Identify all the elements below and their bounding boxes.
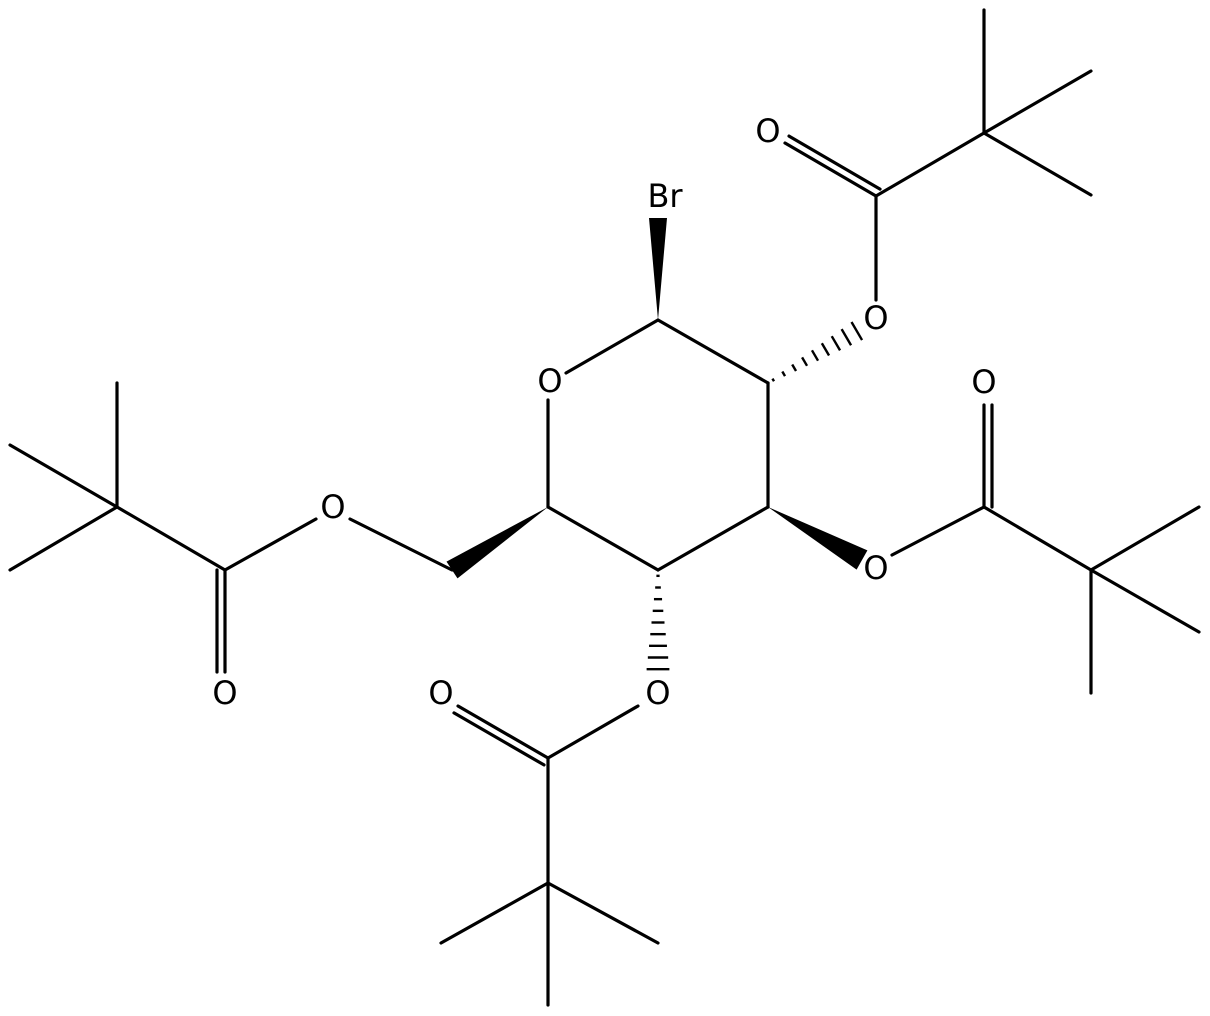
c6-carbonyl-oxygen-label: O <box>212 674 237 712</box>
wedge-bond-c5-c6 <box>446 507 548 579</box>
c3-ester-oxygen-label: O <box>863 549 888 587</box>
bond-c6-oxygen-carbonyl <box>223 517 318 572</box>
bond-c2-tbu-methyl-3 <box>982 131 1093 197</box>
c6-ester-oxygen-label: O <box>320 488 345 526</box>
bromine-label: Br <box>647 177 683 215</box>
hashed-bond-c2-oxygen <box>771 321 864 382</box>
bond-c3-oxygen-carbonyl <box>890 505 986 557</box>
wedge-bond-c3-oxygen <box>768 507 868 570</box>
bond-c3-tbu-methyl-2 <box>1089 568 1201 634</box>
bond-c6-oxygen <box>348 517 454 572</box>
wedge-bond-c1-bromine <box>649 218 667 320</box>
bond-layer <box>8 8 1201 1007</box>
bond-c6-tbu-methyl-3 <box>8 505 119 572</box>
bond-c6-carbonyl-quaternary <box>115 505 227 572</box>
double-bond-c2-carbonyl-second <box>787 134 882 191</box>
bond-c4-oxygen-carbonyl <box>546 704 640 760</box>
bond-c6-tbu-methyl-2 <box>8 443 119 509</box>
double-bond-c2-carbonyl <box>783 141 878 198</box>
bond-c4-tbu-methyl-2 <box>439 881 550 945</box>
c2-carbonyl-oxygen-label: O <box>755 112 780 150</box>
atom-label-layer: Br O O O O O O O O O <box>212 112 996 712</box>
c3-carbonyl-oxygen-label: O <box>971 363 996 401</box>
ring-oxygen-label: O <box>537 362 562 400</box>
bond-c4-tbu-methyl-3 <box>546 881 660 945</box>
c2-ester-oxygen-label: O <box>863 299 888 337</box>
bond-c3-carbonyl-quaternary <box>982 505 1093 572</box>
c4-carbonyl-oxygen-label: O <box>428 674 453 712</box>
double-bond-c4-carbonyl <box>456 704 550 760</box>
double-bond-c4-carbonyl-second <box>452 711 546 767</box>
bond-c4-c5 <box>546 505 660 572</box>
bond-c2-tbu-methyl-2 <box>982 69 1093 135</box>
c4-ester-oxygen-label: O <box>645 674 670 712</box>
hashed-bond-c4-oxygen <box>646 574 670 671</box>
bond-c2-carbonyl-quaternary <box>874 131 986 198</box>
bond-c1-c2 <box>656 318 770 385</box>
bond-c3-c4 <box>656 505 770 572</box>
bond-c3-tbu-methyl-1 <box>1089 505 1201 572</box>
bond-c1-ring-oxygen <box>564 318 660 375</box>
